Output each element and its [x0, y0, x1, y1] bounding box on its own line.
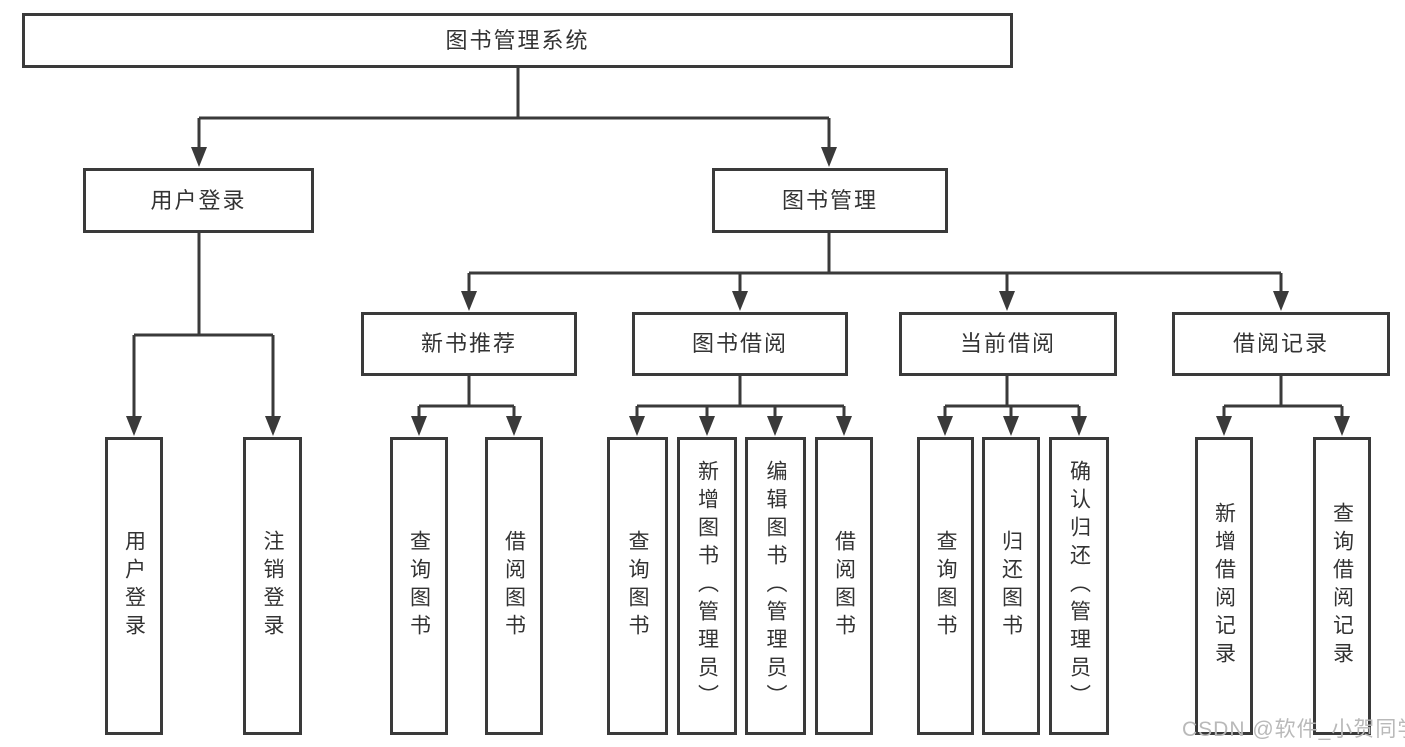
arrowhead-icon — [265, 416, 281, 436]
arrowhead-icon — [1071, 416, 1087, 436]
arrowhead-icon — [999, 291, 1015, 311]
node-root-system: 图书管理系统 — [22, 13, 1013, 68]
connector-book-borrow-branch — [635, 376, 846, 420]
arrowhead-icon — [767, 416, 783, 436]
arrowhead-icon — [937, 416, 953, 436]
arrowhead-icon — [1334, 416, 1350, 436]
arrowhead-icon — [821, 147, 837, 167]
leaf-edit-books-admin: 编辑图书（管理员） — [745, 437, 806, 735]
arrowhead-icon — [1273, 291, 1289, 311]
connector-current-borrow-branch — [943, 376, 1081, 420]
leaf-query-borrow-record: 查询借阅记录 — [1313, 437, 1371, 735]
arrowhead-icon — [411, 416, 427, 436]
node-book-mgmt: 图书管理 — [712, 168, 948, 233]
arrowhead-icon — [732, 291, 748, 311]
arrowhead-icon — [1216, 416, 1232, 436]
connector-borrow-records-branch — [1222, 376, 1344, 420]
node-user-login: 用户登录 — [83, 168, 314, 233]
arrowhead-icon — [629, 416, 645, 436]
leaf-return-books: 归还图书 — [982, 437, 1040, 735]
leaf-confirm-return-admin: 确认归还（管理员） — [1049, 437, 1109, 735]
node-new-book-rec: 新书推荐 — [361, 312, 577, 376]
arrowheads — [126, 147, 1350, 436]
arrowhead-icon — [506, 416, 522, 436]
leaf-borrow-books-2: 借阅图书 — [815, 437, 873, 735]
arrowhead-icon — [1003, 416, 1019, 436]
connector-new-book-rec-branch — [417, 376, 516, 420]
leaf-borrow-books-1: 借阅图书 — [485, 437, 543, 735]
arrowhead-icon — [461, 291, 477, 311]
connector-book-mgmt-branch — [467, 233, 1283, 295]
leaf-query-books-3: 查询图书 — [917, 437, 974, 735]
arrowhead-icon — [699, 416, 715, 436]
arrowhead-icon — [836, 416, 852, 436]
leaf-user-login: 用户登录 — [105, 437, 163, 735]
leaf-add-books-admin: 新增图书（管理员） — [677, 437, 737, 735]
arrowhead-icon — [191, 147, 207, 167]
node-borrow-records: 借阅记录 — [1172, 312, 1390, 376]
leaf-logout: 注销登录 — [243, 437, 302, 735]
leaf-query-books-1: 查询图书 — [390, 437, 448, 735]
connector-root-to-level2 — [197, 68, 831, 152]
leaf-query-books-2: 查询图书 — [607, 437, 668, 735]
leaf-add-borrow-record: 新增借阅记录 — [1195, 437, 1253, 735]
connector-user-login-branch — [132, 233, 275, 420]
node-book-borrow: 图书借阅 — [632, 312, 848, 376]
arrowhead-icon — [126, 416, 142, 436]
watermark: CSDN @软件_小贺同学 — [1182, 718, 1405, 741]
node-current-borrow: 当前借阅 — [899, 312, 1117, 376]
